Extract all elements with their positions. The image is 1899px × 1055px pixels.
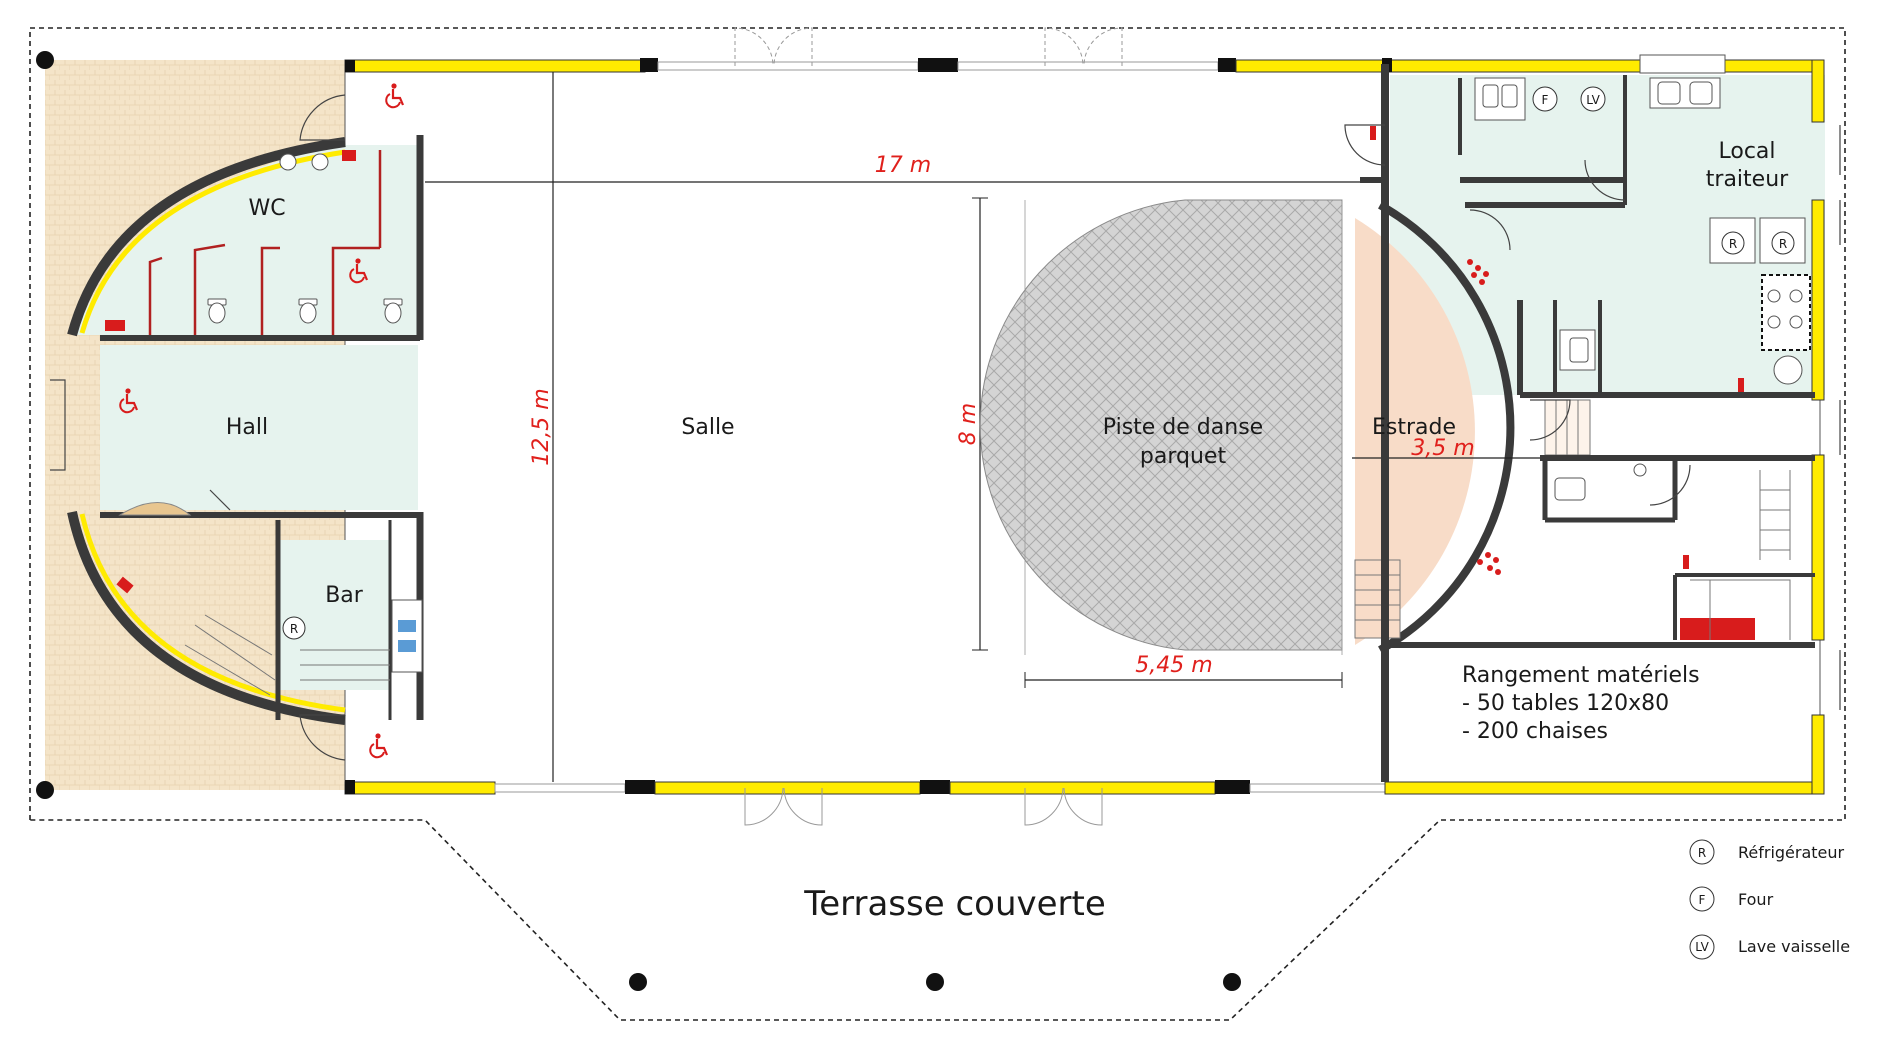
sink: [279, 153, 297, 171]
appliance-refrigerator: R: [1721, 231, 1745, 255]
bar-sink: [398, 620, 416, 632]
svg-text:LV: LV: [1695, 940, 1709, 954]
column-dot: [1223, 973, 1241, 991]
staircase-bar: [184, 614, 390, 696]
room-label-kitchen-sub: traiteur: [1706, 167, 1789, 192]
svg-text:F: F: [1542, 93, 1549, 107]
svg-text:LV: LV: [1586, 93, 1600, 107]
columns: [36, 51, 1241, 991]
dimension-label-width: 12,5 m: [529, 388, 554, 465]
legend-item-refrigerator: R Réfrigérateur: [1689, 839, 1845, 865]
dimension-label-stage-depth: 3,5 m: [1411, 436, 1474, 461]
bar-curved-wall-yellow: [79, 513, 346, 713]
appliance-dishwasher: LV: [1580, 86, 1606, 112]
dimension-label-dance-height: 8 m: [956, 403, 981, 445]
bar-floor: [278, 540, 390, 690]
exterior-wall-bottom: [344, 780, 1822, 795]
hall-desk: [118, 502, 192, 516]
room-label-stage: Estrade: [1372, 415, 1456, 440]
doors-kitchen: [1344, 124, 1841, 710]
svg-text:Four: Four: [1738, 890, 1774, 909]
appliance-refrigerator: R: [282, 616, 306, 640]
dimension-label-dance-width: 5,45 m: [1135, 653, 1212, 678]
room-label-dance-floor: Piste de danse: [1103, 415, 1263, 440]
appliance-oven: F: [1532, 86, 1558, 112]
doors-left: [50, 94, 346, 761]
svg-text:R: R: [1779, 237, 1787, 251]
svg-text:Lave vaisselle: Lave vaisselle: [1738, 937, 1850, 956]
stage-steps: [1354, 399, 1591, 639]
room-label-wc: WC: [248, 196, 285, 221]
bar-curved-wall: [67, 510, 346, 725]
covered-area-outline: [29, 27, 1846, 1021]
room-label-salle: Salle: [681, 415, 734, 440]
appliance-refrigerator: R: [1771, 231, 1795, 255]
fixture: [1738, 378, 1744, 392]
fixture: [1683, 555, 1689, 569]
svg-text:F: F: [1699, 893, 1706, 907]
wc-curved-wall: [67, 137, 346, 337]
storage-red-block: [1680, 618, 1755, 640]
doors-bottom: [744, 787, 1103, 826]
column-dot: [926, 973, 944, 991]
column-dot: [629, 973, 647, 991]
room-label-kitchen: Local: [1718, 139, 1775, 164]
room-label-hall: Hall: [226, 415, 268, 440]
legend: R Réfrigérateur F Four LV Lave vaisselle: [1689, 839, 1850, 960]
doors-top: [734, 27, 1123, 67]
svg-text:R: R: [1698, 846, 1706, 860]
svg-text:Réfrigérateur: Réfrigérateur: [1738, 843, 1845, 862]
exterior-wall-right: [1811, 59, 1825, 795]
wc-partitions: [148, 150, 382, 335]
kitchen-fixtures: [1474, 54, 1811, 501]
storage-item-chairs: - 200 chaises: [1462, 719, 1608, 744]
stage-lights: [1467, 259, 1501, 575]
bar-sink: [398, 640, 416, 652]
room-label-bar: Bar: [325, 583, 364, 608]
fixture: [116, 576, 134, 594]
terrace-label: Terrasse couverte: [803, 884, 1106, 924]
dimension-label-length: 17 m: [875, 153, 931, 178]
svg-text:R: R: [1729, 237, 1737, 251]
dance-floor: [979, 199, 1343, 651]
fixture: [342, 150, 356, 161]
stage-curved-wall: [1378, 201, 1515, 654]
fixture: [1370, 126, 1376, 140]
legend-item-dishwasher: LV Lave vaisselle: [1689, 934, 1850, 960]
column-dot: [36, 781, 54, 799]
storage-item-tables: - 50 tables 120x80: [1462, 691, 1669, 716]
svg-text:R: R: [290, 622, 298, 636]
room-label-dance-floor-sub: parquet: [1140, 444, 1227, 469]
hall-floor: [100, 345, 418, 510]
column-dot: [36, 51, 54, 69]
bar-counter: [391, 599, 423, 673]
room-label-storage: Rangement matériels: [1462, 663, 1700, 688]
fixture: [105, 320, 125, 331]
legend-item-oven: F Four: [1689, 886, 1774, 912]
sink: [311, 153, 329, 171]
staircase: [1690, 470, 1791, 640]
